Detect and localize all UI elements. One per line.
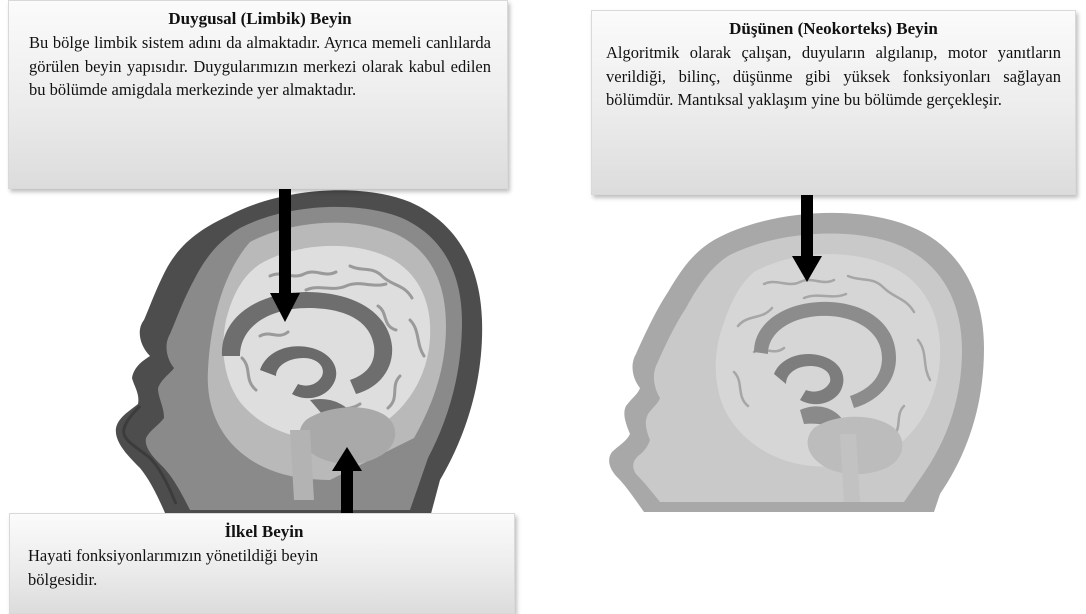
left-brain-illustration: [110, 180, 510, 525]
limbic-down-arrow: [270, 187, 300, 322]
primal-up-arrow: [332, 447, 362, 515]
neocortex-brain-title: Düşünen (Neokorteks) Beyin: [606, 19, 1061, 39]
primal-brain-title: İlkel Beyin: [28, 522, 500, 542]
primal-brain-text-line2: bölgesidir.: [28, 568, 500, 592]
limbic-brain-text: Bu bölge limbik sistem adını da almaktad…: [29, 31, 491, 102]
limbic-brain-title: Duygusal (Limbik) Beyin: [29, 9, 491, 29]
primal-brain-text-line1: Hayati fonksiyonlarımızın yönetildiği be…: [28, 544, 500, 568]
neocortex-down-arrow: [792, 194, 822, 284]
neocortex-brain-box: Düşünen (Neokorteks) Beyin Algoritmik ol…: [591, 10, 1076, 195]
primal-brain-box: İlkel Beyin Hayati fonksiyonlarımızın yö…: [9, 513, 515, 614]
neocortex-brain-text: Algoritmik olarak çalışan, duyuların alg…: [606, 41, 1061, 112]
limbic-brain-box: Duygusal (Limbik) Beyin Bu bölge limbik …: [8, 0, 508, 189]
